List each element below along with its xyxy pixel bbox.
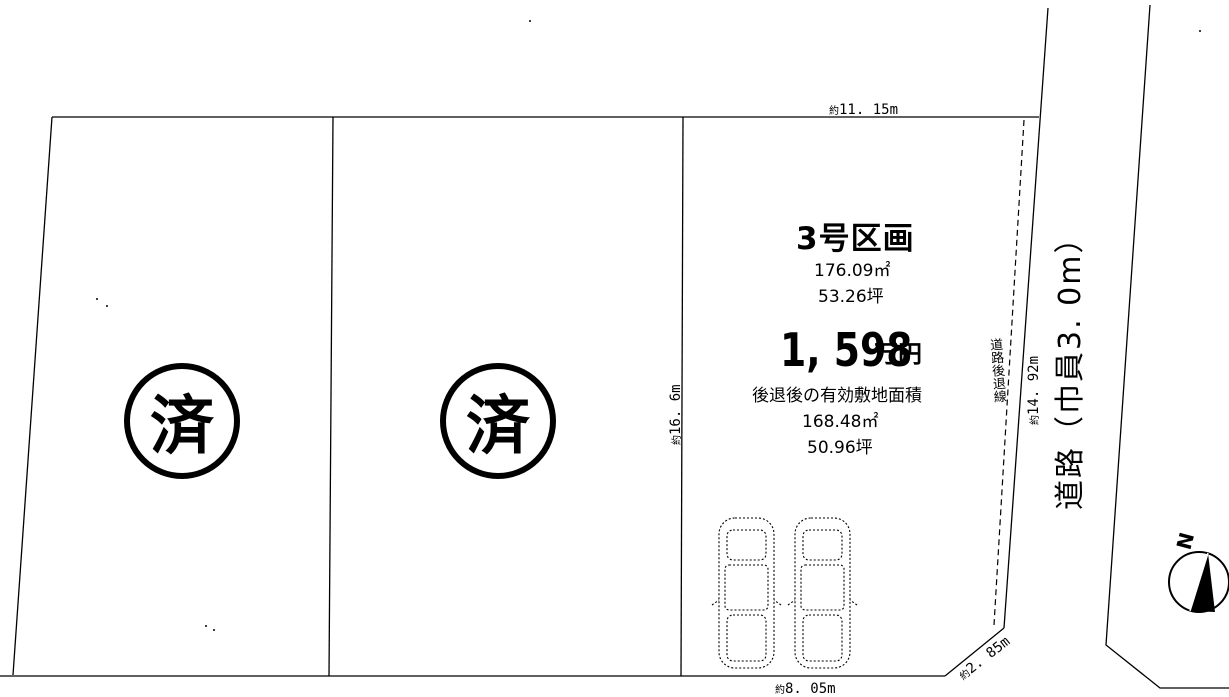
dimension-right: 約14. 92m: [1026, 355, 1042, 425]
dimension-bottom: 約8. 05m: [775, 681, 836, 697]
road-edge-line: [1003, 7, 1049, 629]
lot-divider-1: [328, 116, 334, 677]
north-arrow-icon: [1168, 551, 1229, 613]
dimension-left: 約16. 6m: [668, 384, 684, 445]
opposite-road-edge: [1105, 4, 1229, 689]
lot-divider-2: [680, 116, 684, 677]
lot3-effective-label: 後退後の有効敷地面積: [752, 386, 922, 406]
parking-car-1: [711, 517, 782, 669]
lot3-area-tsubo: 53.26坪: [818, 287, 884, 307]
parking-car-2: [787, 517, 858, 669]
lot3-effective-m2: 168.48㎡: [802, 412, 879, 432]
sold-stamp-text: 済: [150, 390, 214, 464]
lot3-effective-tsubo: 50.96坪: [807, 438, 873, 458]
road-name: 道路: [1053, 446, 1088, 510]
setback-line: [993, 119, 1025, 626]
speck-marks: [96, 20, 1201, 631]
lot3-title: 3号区画: [796, 221, 915, 257]
sold-stamp-lot-1: 済: [124, 363, 240, 479]
lot3-price: 1, 598: [780, 327, 942, 373]
sold-stamp-text: 済: [466, 390, 530, 464]
road-width: （巾員3. 0m）: [1053, 221, 1088, 446]
corner-cut-line: [944, 627, 1005, 677]
left-boundary: [12, 116, 53, 676]
price-unit: 万円: [874, 340, 922, 368]
dimension-top: 約11. 15m: [829, 102, 899, 118]
sold-stamp-lot-2: 済: [440, 363, 556, 479]
price-number: 1, 598: [780, 323, 913, 377]
road-label: 道路（巾員3. 0m）: [1053, 221, 1088, 510]
lot3-area-m2: 176.09㎡: [814, 261, 891, 281]
